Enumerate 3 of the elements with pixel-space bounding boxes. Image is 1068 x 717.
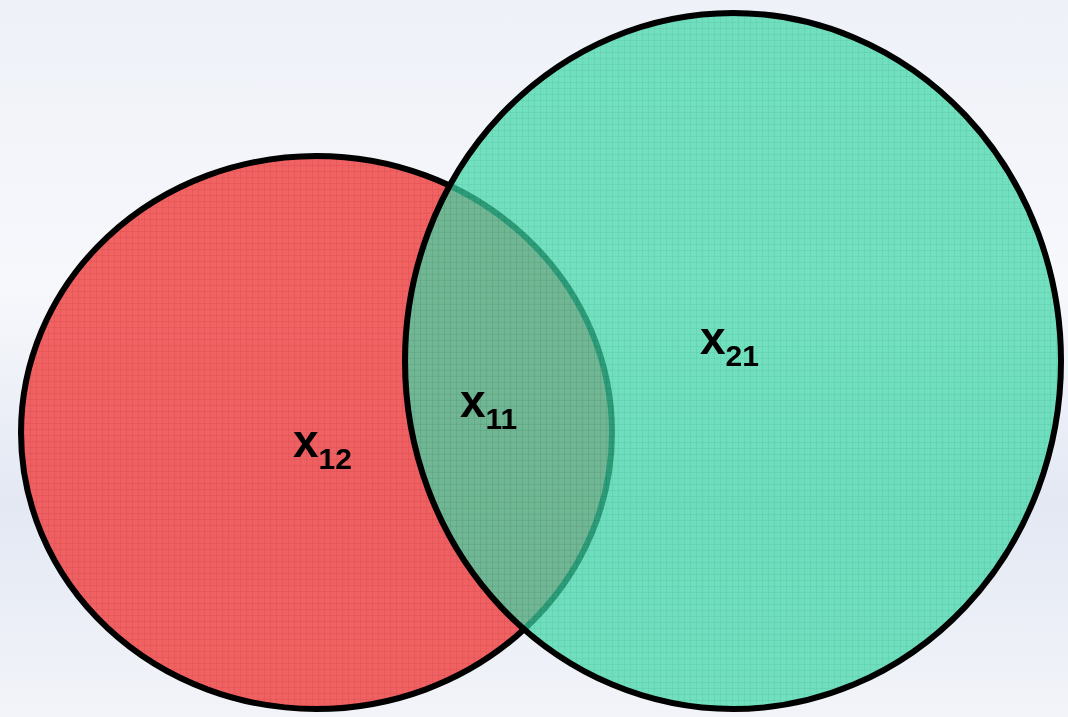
intersection-label: x$_{11}$ <box>460 378 518 434</box>
set-label: x$_{12}$ <box>293 418 352 474</box>
set-label: x$_{21}$ <box>700 315 759 371</box>
